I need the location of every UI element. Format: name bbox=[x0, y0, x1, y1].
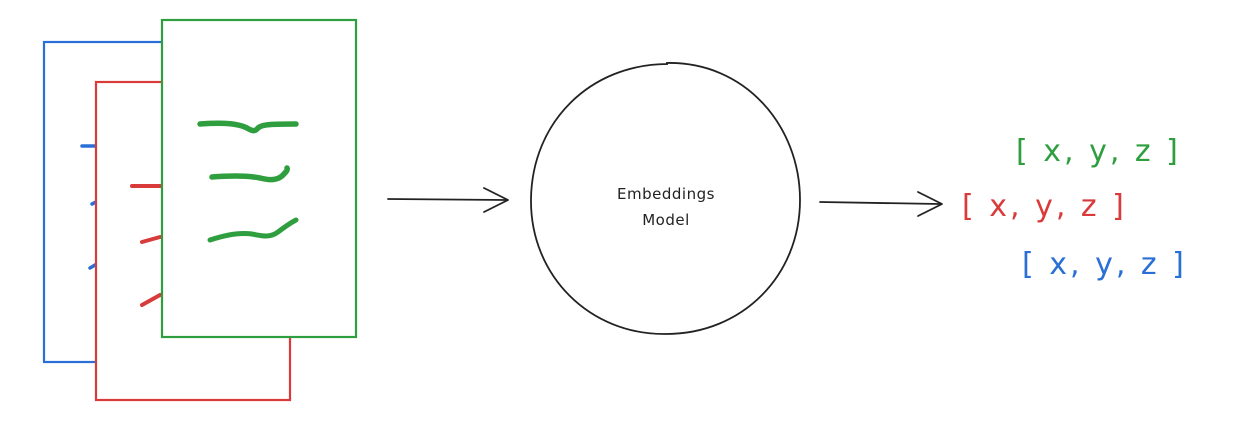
model-label-line-2: Model bbox=[642, 211, 690, 229]
model-label-line-1: Embeddings bbox=[617, 185, 715, 203]
document-red-line-2 bbox=[140, 235, 162, 244]
document-green-line-3 bbox=[207, 217, 299, 243]
arrow-to-model bbox=[387, 187, 509, 213]
arrow-to-vectors bbox=[819, 191, 943, 217]
document-green-line-1 bbox=[197, 120, 299, 134]
embeddings-model: Embeddings Model bbox=[530, 62, 801, 335]
document-green-line-2 bbox=[209, 165, 290, 183]
vector-red: [ x, y, z ] bbox=[962, 189, 1127, 224]
vector-green: [ x, y, z ] bbox=[1016, 134, 1181, 169]
model-circle bbox=[530, 62, 801, 335]
document-green bbox=[160, 18, 358, 339]
output-vectors: [ x, y, z ] [ x, y, z ] [ x, y, z ] bbox=[962, 134, 1187, 282]
document-red-line-3 bbox=[140, 293, 162, 307]
vector-blue: [ x, y, z ] bbox=[1022, 247, 1187, 282]
